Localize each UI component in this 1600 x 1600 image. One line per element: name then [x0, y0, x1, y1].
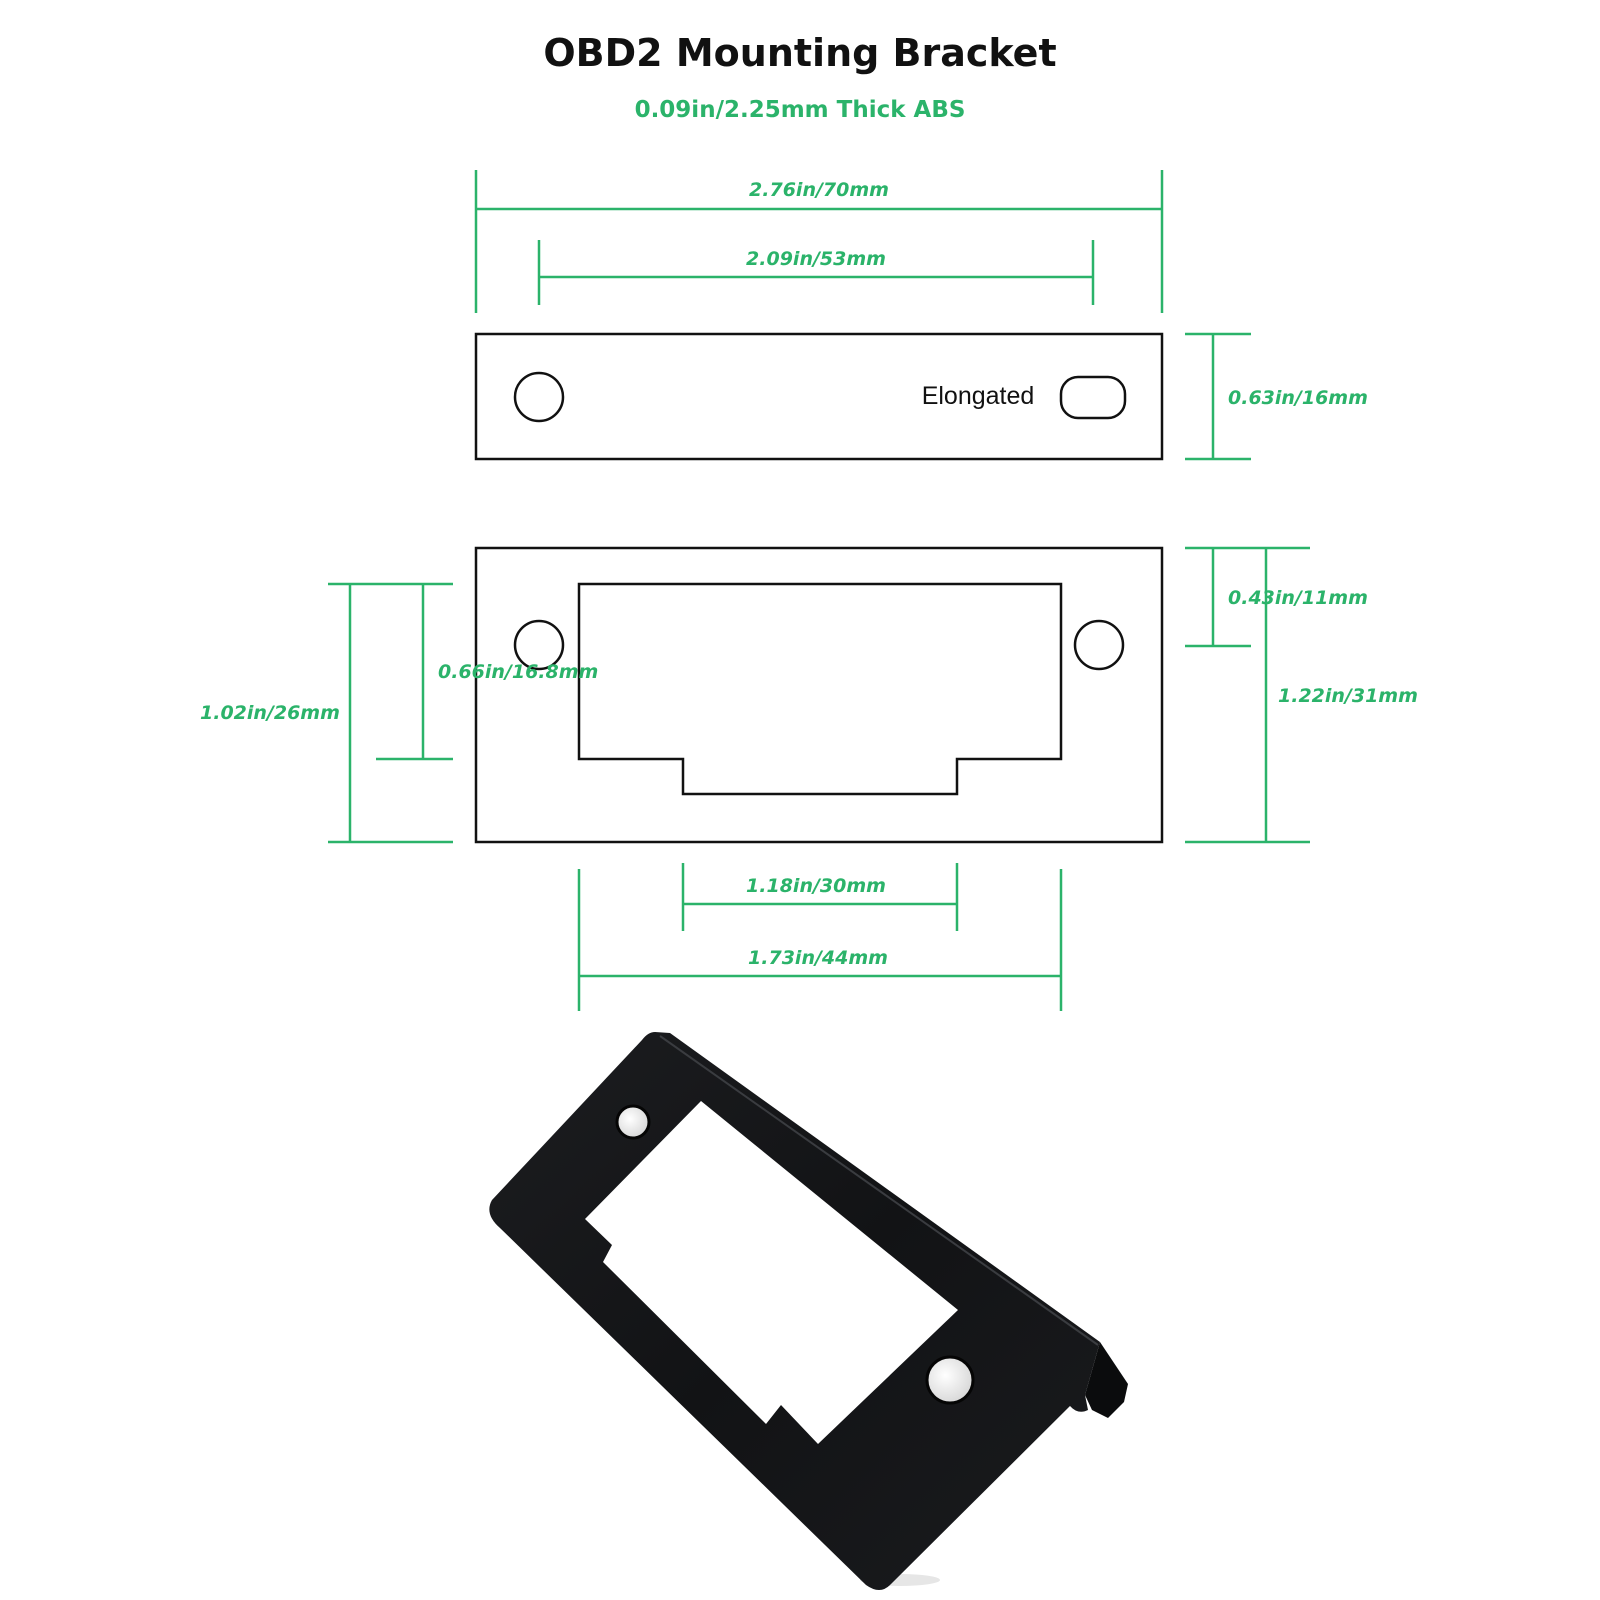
bracket-plate	[489, 1032, 1100, 1590]
front-height-label: 1.22in/31mm	[1278, 685, 1418, 707]
top-plate-outline	[474, 332, 1164, 461]
bracket-hole-right-icon	[925, 1355, 975, 1405]
top-height-label: 0.63in/16mm	[1228, 387, 1368, 409]
left-hole-icon	[513, 619, 565, 671]
connector-cutout	[577, 582, 1063, 796]
hole-offset-label: 0.43in/11mm	[1228, 587, 1368, 609]
top-dimension-lines	[474, 170, 1251, 461]
front-view-plate	[474, 546, 1164, 844]
hole-spacing-label: 2.09in/53mm	[746, 248, 886, 270]
bracket-flange	[1085, 1342, 1128, 1418]
notch-width-label: 1.18in/30mm	[746, 875, 886, 897]
overall-width-label: 2.76in/70mm	[749, 179, 889, 201]
right-hole-icon	[1073, 619, 1125, 671]
page-title: OBD2 Mounting Bracket	[543, 31, 1056, 75]
elongated-slot-icon	[1059, 375, 1127, 420]
bracket-hole-left-icon	[615, 1104, 651, 1140]
elongated-label: Elongated	[922, 382, 1035, 410]
material-subtitle: 0.09in/2.25mm Thick ABS	[635, 97, 966, 123]
front-dimension-lines	[328, 546, 1310, 1011]
bracket-photo-icon	[489, 1032, 1128, 1590]
cutout-height-label: 1.02in/26mm	[200, 702, 340, 724]
bracket-edge-highlight	[659, 1035, 1099, 1346]
front-plate-outline	[474, 546, 1164, 844]
cutout-upper-height-label: 0.66in/16.8mm	[438, 661, 598, 683]
cutout-width-label: 1.73in/44mm	[748, 947, 888, 969]
round-hole-icon	[513, 371, 565, 423]
top-view-plate	[474, 332, 1164, 461]
